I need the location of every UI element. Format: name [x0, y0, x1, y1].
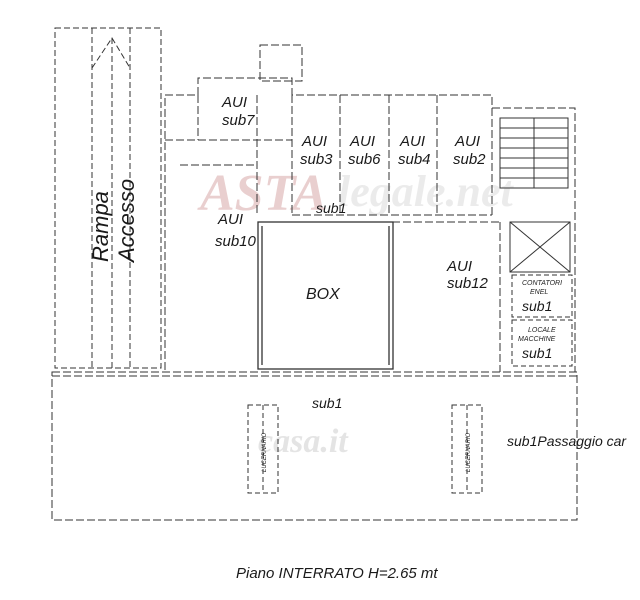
lower-area: [51, 371, 578, 521]
watermark-asta-legale: ASTA legale.net: [197, 165, 515, 222]
passaggio-label: sub1Passaggio car: [507, 433, 627, 449]
contatori-line3: sub1: [522, 298, 552, 314]
room-sub12-line2: sub12: [447, 275, 489, 292]
plan-title: Piano INTERRATO H=2.65 mt: [236, 565, 438, 582]
corridor-upper-label: sub1: [316, 200, 346, 216]
skylight-left: [247, 404, 279, 494]
locale-line2: MACCHINE: [518, 336, 556, 343]
skylight-left-label: LUCERNARIO: [262, 432, 268, 472]
stairs: [499, 117, 569, 189]
room-sub4-line2: sub4: [398, 151, 431, 168]
ramp-label-2: Accesso: [114, 179, 139, 264]
elevator: [509, 221, 571, 273]
room-sub3-line1: AUI: [301, 133, 327, 150]
skylight-right-label: LUCERNARIO: [466, 432, 472, 472]
room-sub6-line1: AUI: [349, 133, 375, 150]
box-room: [257, 221, 394, 370]
ramp-label-1: Rampa: [88, 191, 113, 262]
room-sub6-line2: sub6: [348, 151, 381, 168]
room-sub7-line1: AUI: [221, 94, 247, 111]
watermark-legale: legale.net: [338, 167, 515, 216]
room-sub3-line2: sub3: [300, 151, 333, 168]
box-label: BOX: [306, 286, 341, 303]
upper-building: [164, 44, 576, 372]
room-sub2-line2: sub2: [453, 151, 486, 168]
room-sub2-line1: AUI: [454, 133, 480, 150]
room-sub10-line2: sub10: [215, 233, 257, 250]
contatori-line1: CONTATORI: [522, 280, 562, 287]
locale-line1: LOCALE: [528, 327, 556, 334]
ramp: [54, 27, 162, 369]
room-sub12-line1: AUI: [446, 258, 472, 275]
contatori-line2: ENEL: [530, 289, 548, 296]
contatori-room: [511, 274, 573, 318]
watermark-asta: ASTA: [197, 165, 327, 222]
corridor-lower-label: sub1: [312, 395, 342, 411]
locale-line3: sub1: [522, 345, 552, 361]
skylight-right: [451, 404, 483, 494]
room-sub4-line1: AUI: [399, 133, 425, 150]
watermark-casa: casa.it: [258, 423, 349, 460]
room-sub10-line1: AUI: [217, 211, 243, 228]
room-sub7-line2: sub7: [222, 112, 255, 129]
locale-macchine-room: [511, 319, 573, 367]
